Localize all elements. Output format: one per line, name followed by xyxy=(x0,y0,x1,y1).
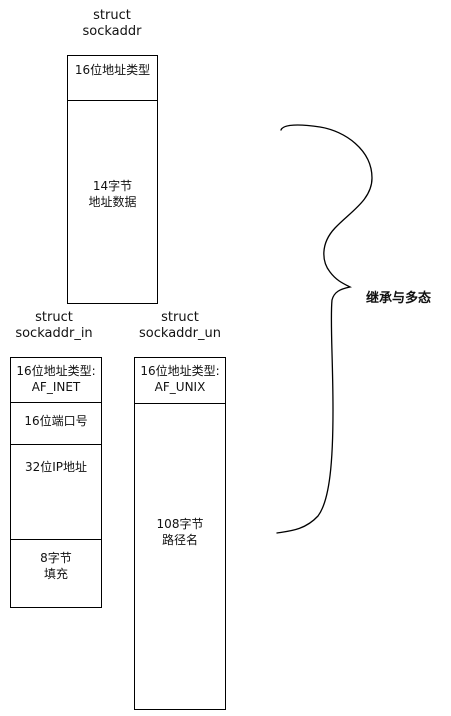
sockaddr-in-field-ip: 32位IP地址 xyxy=(11,445,101,540)
sockaddr-un-field-path-text: 108字节 路径名 xyxy=(156,517,204,547)
sockaddr-in-field-port: 16位端口号 xyxy=(11,403,101,445)
sockaddr-in-field-padding: 8字节 填充 xyxy=(11,540,101,607)
sockaddr-field-data: 14字节 地址数据 xyxy=(68,101,157,303)
sockaddr-un-field-path: 108字节 路径名 xyxy=(135,404,225,709)
sockaddr-un-title: struct sockaddr_un xyxy=(139,310,221,341)
sockaddr-title: struct sockaddr xyxy=(82,8,142,39)
sockaddr-un-box: 16位地址类型: AF_UNIX 108字节 路径名 xyxy=(134,357,226,710)
relation-label: 继承与多态 xyxy=(366,291,432,306)
sockaddr-field-family: 16位地址类型 xyxy=(68,56,157,101)
sockaddr-in-field-family-text: 16位地址类型: AF_INET xyxy=(16,364,96,394)
sockaddr-in-box: 16位地址类型: AF_INET 16位端口号 32位IP地址 8字节 填充 xyxy=(10,357,102,608)
sockaddr-field-family-text: 16位地址类型 xyxy=(74,63,151,77)
sockaddr-in-title: struct sockaddr_in xyxy=(15,310,93,341)
sockaddr-un-field-family: 16位地址类型: AF_UNIX xyxy=(135,358,225,404)
sockaddr-in-field-ip-text: 32位IP地址 xyxy=(24,460,88,474)
sockaddr-box: 16位地址类型 14字节 地址数据 xyxy=(67,55,158,304)
sockaddr-in-field-port-text: 16位端口号 xyxy=(24,414,88,428)
sockaddr-in-field-family: 16位地址类型: AF_INET xyxy=(11,358,101,403)
sockaddr-in-field-padding-text: 8字节 填充 xyxy=(40,551,72,581)
sockaddr-un-field-family-text: 16位地址类型: AF_UNIX xyxy=(140,364,220,394)
sockaddr-field-data-text: 14字节 地址数据 xyxy=(88,179,137,209)
